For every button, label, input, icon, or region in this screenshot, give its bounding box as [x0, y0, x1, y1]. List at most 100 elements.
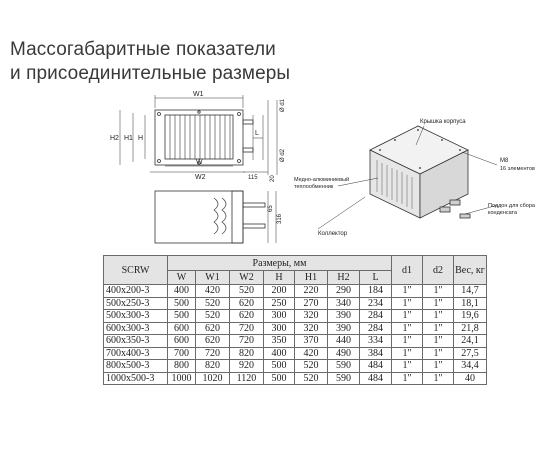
table-row: 700x400-3 700 720 820 400 420 490 384 1"…	[103, 346, 487, 360]
iso-fins	[376, 160, 413, 209]
cell-w1: 520	[195, 296, 230, 310]
cell-w2: 720	[229, 321, 264, 335]
isometric-view	[369, 125, 471, 219]
cell-model: 500x300-3	[103, 309, 168, 323]
dim-label-h2: H2	[110, 135, 119, 142]
front-view-fins	[169, 115, 231, 159]
side-pipe-upper	[242, 202, 266, 208]
header-w: W	[167, 270, 196, 285]
side-view-outline	[154, 190, 244, 244]
side-view-labels: 65 316	[268, 205, 283, 224]
dim-label-316: 316	[277, 213, 283, 224]
cell-weight: 18,1	[453, 296, 487, 310]
iso-pipe-1	[439, 206, 451, 213]
cell-w2: 1120	[229, 371, 264, 385]
cell-h1: 220	[294, 284, 328, 298]
cell-h1: 270	[294, 296, 328, 310]
dim-label-w1: W1	[193, 91, 204, 98]
cell-h2: 390	[327, 321, 360, 335]
cell-model: 1000x500-3	[103, 371, 168, 385]
cell-d2: 1"	[422, 359, 454, 373]
callout-cover: Крышка корпуса	[420, 119, 466, 125]
cell-model: 400x200-3	[103, 284, 168, 298]
cell-w2: 820	[229, 346, 264, 360]
table-row: 600x300-3 600 620 720 300 320 390 284 1"…	[103, 321, 487, 335]
cell-w1: 820	[195, 359, 230, 373]
dimensions-table: SCRW Размеры, мм d1 d2 Вес, кг W W1 W2 H…	[103, 255, 487, 385]
cell-w: 1000	[167, 371, 196, 385]
front-pipe-upper	[242, 119, 254, 125]
cell-h2: 440	[327, 334, 360, 348]
cell-model: 600x300-3	[103, 321, 168, 335]
cell-model: 500x250-3	[103, 296, 168, 310]
cell-d2: 1"	[422, 371, 454, 385]
cell-h: 200	[263, 284, 295, 298]
front-view	[119, 95, 278, 175]
side-view-flange	[231, 190, 244, 244]
cell-weight: 14,7	[453, 284, 487, 298]
cell-h2: 390	[327, 309, 360, 323]
cell-weight: 21,8	[453, 321, 487, 335]
cell-model: 700x400-3	[103, 346, 168, 360]
cell-w2: 720	[229, 334, 264, 348]
cell-d1: 1"	[391, 284, 423, 298]
cell-h: 400	[263, 346, 295, 360]
iso-side-face	[419, 149, 469, 219]
front-view-labels: W1 W W2 H2 H1 H L Ø d1 Ø d2 115 20	[110, 91, 286, 182]
cell-h2: 490	[327, 346, 360, 360]
cell-weight: 34,4	[453, 359, 487, 373]
header-dimensions: Размеры, мм	[167, 255, 392, 271]
cell-h2: 590	[327, 359, 360, 373]
header-w2: W2	[229, 270, 264, 285]
front-view-outline	[154, 109, 244, 166]
cell-d1: 1"	[391, 371, 423, 385]
cell-d2: 1"	[422, 321, 454, 335]
cell-h2: 590	[327, 371, 360, 385]
cell-h1: 320	[294, 309, 328, 323]
cell-w: 400	[167, 284, 196, 298]
callout-heat-exchanger-2: теплообменник	[294, 184, 334, 190]
cell-h: 300	[263, 309, 295, 323]
dim-label-h: H	[138, 135, 143, 142]
cell-w: 500	[167, 296, 196, 310]
cell-w1: 1020	[195, 371, 230, 385]
cell-w: 500	[167, 309, 196, 323]
cell-l: 184	[359, 284, 392, 298]
header-weight: Вес, кг	[453, 255, 487, 285]
title-line-1: Массогабаритные показатели	[10, 39, 276, 60]
callout-heat-exchanger-1: Медно-алюминиевый	[294, 176, 349, 183]
cell-d2: 1"	[422, 284, 454, 298]
callout-m8: M8	[500, 158, 509, 164]
cell-h1: 320	[294, 321, 328, 335]
cell-weight: 27,5	[453, 346, 487, 360]
dim-label-w: W	[196, 159, 203, 166]
front-pipe-lower	[242, 147, 254, 153]
cell-h: 350	[263, 334, 295, 348]
cell-h: 300	[263, 321, 295, 335]
table-row: 1000x500-3 1000 1020 1120 500 520 590 48…	[103, 371, 487, 385]
callout-collector: Коллектор	[318, 231, 348, 237]
dim-label-115: 115	[248, 175, 258, 181]
cell-w2: 520	[229, 284, 264, 298]
cell-l: 484	[359, 359, 392, 373]
cell-l: 284	[359, 321, 392, 335]
technical-drawing: W1 W W2 H2 H1 H L Ø d1 Ø d2 115 20 65 31…	[110, 91, 536, 244]
side-view	[154, 190, 277, 244]
cell-d1: 1"	[391, 321, 423, 335]
dim-label-h1: H1	[124, 135, 133, 142]
cell-l: 484	[359, 371, 392, 385]
cell-weight: 24,1	[453, 334, 487, 348]
cell-w1: 620	[195, 321, 230, 335]
cell-w1: 620	[195, 334, 230, 348]
table-row: 500x250-3 500 520 620 250 270 340 234 1"…	[103, 296, 487, 310]
cell-d1: 1"	[391, 309, 423, 323]
title-line-2: и присоединительные размеры	[10, 63, 291, 84]
cell-model: 800x500-3	[103, 359, 168, 373]
cell-w: 600	[167, 321, 196, 335]
cell-model: 600x350-3	[103, 334, 168, 348]
cell-w: 800	[167, 359, 196, 373]
cell-l: 334	[359, 334, 392, 348]
dim-label-l: L	[255, 130, 259, 137]
cell-l: 234	[359, 296, 392, 310]
cell-d2: 1"	[422, 296, 454, 310]
